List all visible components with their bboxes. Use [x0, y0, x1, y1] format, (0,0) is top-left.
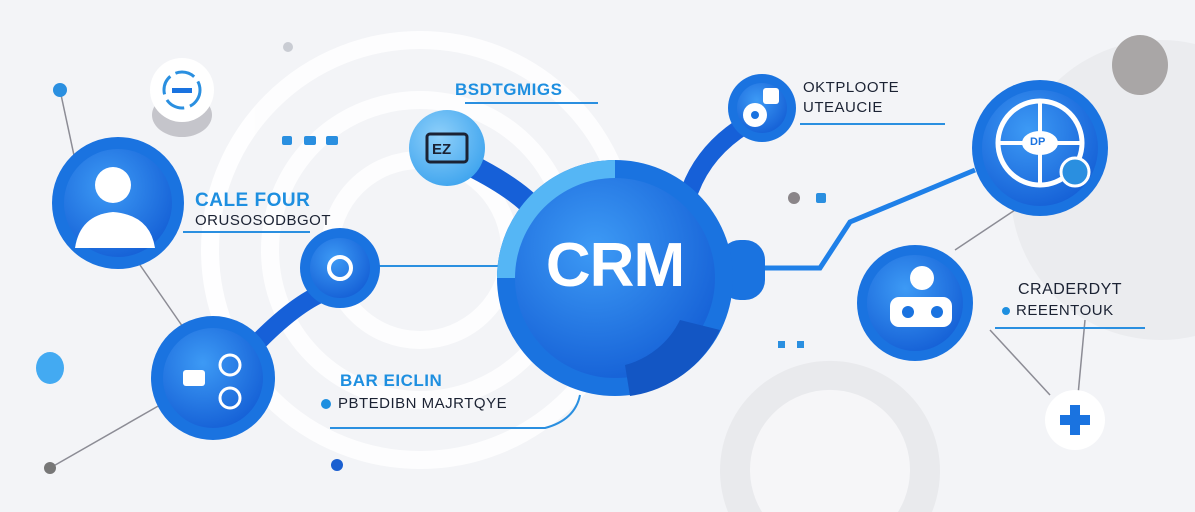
node-add[interactable] [1045, 390, 1105, 450]
arc-connector [681, 116, 754, 199]
node-document[interactable] [728, 74, 796, 142]
node-ez[interactable] [409, 110, 485, 186]
label-top-right-sub: UTEAUCIE [803, 99, 883, 116]
dp-badge-text: DP [1030, 136, 1046, 148]
label-bullets [321, 307, 1010, 409]
node-swirl[interactable] [300, 228, 380, 308]
node-chat[interactable] [151, 316, 275, 440]
label-bottom-title: BAR EICLIN [340, 371, 443, 390]
connector-lines [49, 89, 1086, 469]
blue-connector [760, 167, 976, 271]
node-dashboard[interactable] [972, 80, 1108, 216]
bg-blob [750, 389, 911, 512]
node-settings[interactable] [150, 58, 214, 137]
node-user[interactable] [52, 137, 184, 269]
label-top-center: BSDTGMIGS [455, 80, 563, 99]
label-right-sub: REEENTOUK [1016, 302, 1114, 319]
label-left-sub: ORUSOSODBGOT [195, 212, 332, 229]
label-right-title: CRADERDYT [1018, 281, 1123, 298]
ez-badge-text: EZ [432, 141, 452, 158]
node-team[interactable] [857, 245, 973, 361]
crm-hub-label: CRM [545, 231, 685, 300]
blue-lines [183, 102, 1145, 429]
label-bottom-sub: PBTEDIBN MAJRTQYE [338, 395, 508, 412]
label-top-right-title: OKTPLOOTE [803, 79, 900, 96]
label-left-title: CALE FOUR [195, 190, 311, 211]
gray-blob [1112, 35, 1168, 95]
decorative-dots [36, 42, 826, 474]
crm-hub[interactable] [497, 160, 765, 396]
